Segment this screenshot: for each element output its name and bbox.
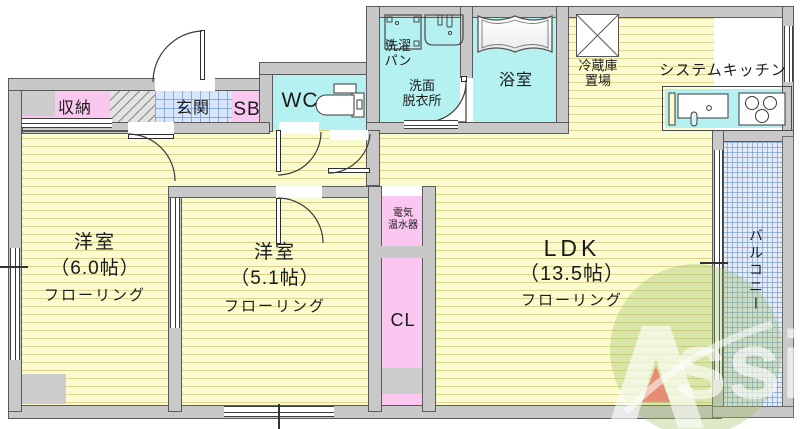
sliding-door-rooms xyxy=(170,198,180,328)
label-water-heater: 電気 温水器 xyxy=(388,208,418,231)
label-wc: WC xyxy=(281,89,319,112)
label-shoebox: SB xyxy=(233,99,261,120)
label-system-kitchen: システムキッチン xyxy=(659,62,787,79)
entrance-door-opening xyxy=(155,78,215,91)
label-bathroom: 浴室 xyxy=(498,72,533,89)
wall-hall-ldk-stub xyxy=(366,130,380,186)
door-leaf-wc xyxy=(276,130,281,172)
label-balcony: バルコニー xyxy=(748,228,764,313)
dimension-tick-left xyxy=(0,266,28,268)
label-room-mid-size: （5.1帖） xyxy=(230,268,320,289)
wall-balcony-bottom xyxy=(712,406,794,418)
label-laundry-pan: 洗濯 パン xyxy=(384,38,412,69)
wall-washroom-left xyxy=(366,6,380,134)
dimension-tick-bottom xyxy=(278,404,280,429)
door-opening-bathroom xyxy=(460,78,473,122)
window-left-wall xyxy=(10,248,20,360)
wall-heater-closet-divider xyxy=(381,246,423,258)
door-opening-washroom xyxy=(330,130,368,140)
floor-fill-water-heater xyxy=(381,196,423,246)
door-opening-wc xyxy=(279,122,319,134)
wall-closet-ldk-divider xyxy=(422,186,436,412)
wall-washroom-bath-bottom xyxy=(366,122,569,134)
label-room-left-flooring: フローリング xyxy=(43,287,146,304)
label-washroom: 洗面 脱衣所 xyxy=(402,78,442,109)
window-ldk-balcony xyxy=(714,150,723,380)
entrance-door-leaf xyxy=(200,30,205,80)
label-room-left-size: （6.0帖） xyxy=(50,258,140,279)
floor-fill-washroom xyxy=(380,10,462,134)
closet-alcove-block xyxy=(381,368,423,394)
window-washroom-bottom xyxy=(404,120,458,129)
window-kitchen-right xyxy=(784,26,793,82)
label-entrance: 玄関 xyxy=(175,100,210,117)
wall-top-wc xyxy=(259,62,377,75)
wall-room-mid-right-divider xyxy=(368,186,382,412)
label-room-left-name: 洋室 xyxy=(73,232,116,253)
door-leaf-room-left xyxy=(128,134,174,139)
window-storage-front xyxy=(22,118,112,128)
door-opening-room-left xyxy=(128,122,174,134)
label-room-mid-flooring: フローリング xyxy=(223,298,326,315)
storage-alcove-block xyxy=(22,90,55,116)
door-leaf-room-mid xyxy=(276,198,281,244)
wall-outer-top-left xyxy=(8,78,264,91)
label-fridge-space: 冷蔵庫 置場 xyxy=(578,58,618,89)
label-ldk-flooring: フローリング xyxy=(520,292,623,309)
wall-outer-bottom xyxy=(8,405,722,419)
door-leaf-washroom xyxy=(328,168,370,173)
kitchen-counter-outline xyxy=(662,86,792,131)
wall-outer-top-right xyxy=(366,6,794,18)
door-opening-ldk xyxy=(382,186,422,196)
label-ldk-size: （13.5帖） xyxy=(519,263,625,285)
label-storage: 収納 xyxy=(57,100,92,117)
dimension-tick-right xyxy=(700,262,728,264)
door-leaf-bathroom xyxy=(461,76,467,82)
label-ldk-name: LDK xyxy=(543,235,601,261)
wall-room-mid-top xyxy=(168,186,380,198)
label-closet: CL xyxy=(390,310,416,330)
wall-outer-left xyxy=(8,78,22,412)
room-left-alcove-block xyxy=(22,374,66,404)
wall-balcony-right xyxy=(782,136,794,418)
door-opening-room-mid xyxy=(276,186,322,198)
wall-bathroom-right xyxy=(556,6,569,134)
label-room-mid-name: 洋室 xyxy=(253,242,296,263)
